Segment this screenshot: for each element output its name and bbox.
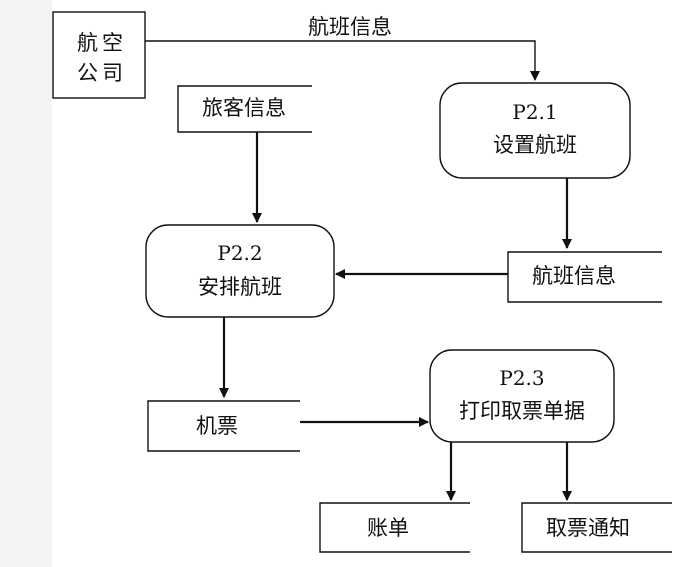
entity-label-line1a: 航 <box>77 31 98 55</box>
store-flight-info: 航班信息 <box>507 251 662 303</box>
process-p21: P2.1 设置航班 <box>439 82 631 179</box>
store-pickup-notice-label: 取票通知 <box>546 516 630 540</box>
store-passenger-info-label: 旅客信息 <box>202 96 286 120</box>
flow-label-flight-info: 航班信息 <box>308 15 392 39</box>
entity-label-line2b: 司 <box>102 61 123 85</box>
entity-airline: 航 空 公 司 <box>52 11 146 99</box>
entity-label-line1b: 空 <box>102 31 123 55</box>
store-ticket: 机票 <box>147 400 300 452</box>
store-bill-label: 账单 <box>367 516 409 540</box>
process-p23: P2.3 打印取票单据 <box>429 349 615 443</box>
store-pickup-notice: 取票通知 <box>521 502 672 553</box>
store-passenger-info: 旅客信息 <box>177 85 312 133</box>
entity-label-line2a: 公 <box>77 61 98 85</box>
flow-airline-to-p21: 航班信息 <box>145 15 540 81</box>
store-flight-info-label: 航班信息 <box>532 264 616 288</box>
process-p22-name: 安排航班 <box>198 275 282 299</box>
process-p23-name: 打印取票单据 <box>459 399 585 423</box>
process-p23-id: P2.3 <box>499 366 544 390</box>
process-p21-id: P2.1 <box>512 100 557 124</box>
process-p22: P2.2 安排航班 <box>145 224 335 318</box>
process-p22-id: P2.2 <box>217 241 262 265</box>
page-left-margin <box>0 0 52 567</box>
process-p21-name: 设置航班 <box>493 133 577 157</box>
store-ticket-label: 机票 <box>196 414 238 438</box>
store-bill: 账单 <box>319 502 470 553</box>
